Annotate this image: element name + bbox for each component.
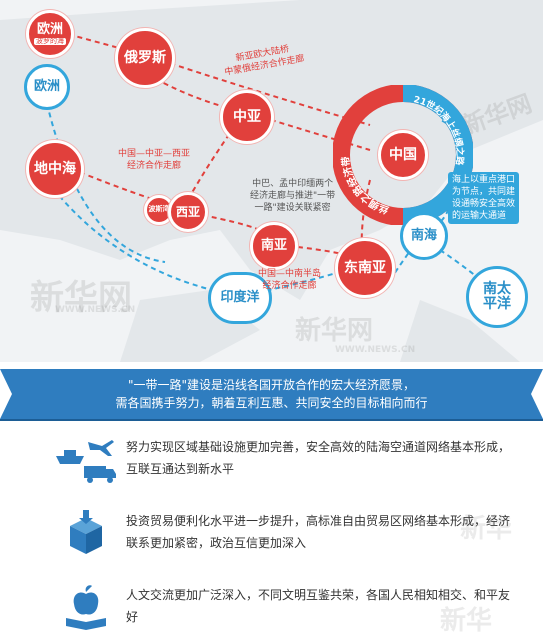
transport-icon (50, 436, 120, 486)
node-europe-baltic: 欧洲 波罗的海 (26, 10, 74, 58)
node-southeast-asia: 东南亚 (335, 238, 395, 298)
banner-notch-left (0, 369, 12, 419)
apple-book-icon (50, 584, 120, 634)
node-label: 东南亚 (344, 259, 386, 276)
banner-line: "一带一路"建设是沿线各国开放合作的宏大经济愿景， (127, 378, 416, 392)
node-label: 欧洲 (33, 79, 60, 95)
node-mediterranean: 地中海 (26, 140, 84, 198)
node-label: 西亚 (175, 204, 200, 219)
node-label: 南海 (410, 228, 437, 244)
node-label: 中国 (389, 146, 417, 163)
watermark: 新华网 (30, 278, 132, 318)
node-sublabel: 波罗的海 (34, 37, 66, 46)
node-russia: 俄罗斯 (115, 28, 175, 88)
node-label: 地中海 (34, 160, 76, 177)
watermark: 新华 (440, 606, 493, 636)
corridor-china-central-west-asia: 中国—中亚—西亚 经济合作走廊 (118, 149, 191, 171)
goal-item-infrastructure: 努力实现区域基础设施更加完善，安全高效的陆海空通道网络基本形成，互联互通达到新水… (50, 436, 520, 486)
goal-item-culture: 人文交流更加广泛深入，不同文明互鉴共荣，各国人民相知相交、和平友好 (50, 584, 520, 634)
route-map: 新华网 新华网 WWW.NEWS.CN 新华网 WWW.NEWS.CN 丝绸之路… (0, 0, 543, 362)
goal-text: 努力实现区域基础设施更加完善，安全高效的陆海空通道网络基本形成，互联互通达到新水… (126, 440, 511, 476)
summary-banner: "一带一路"建设是沿线各国开放合作的宏大经济愿景， 需各国携手努力，朝着互利互惠… (0, 369, 543, 419)
corridor-cpec-bcim: 中巴、孟中印缅两个 经济走廊与推进"一带 一路"建设关联紧密 (250, 179, 336, 213)
goal-text: 投资贸易便利化水平进一步提升，高标准自由贸易区网络基本形成，经济联系更加紧密，政… (126, 514, 511, 550)
node-label: 中亚 (233, 108, 261, 125)
node-west-asia: 西亚 (168, 192, 208, 232)
node-central-asia: 中亚 (220, 90, 274, 144)
package-icon (50, 510, 120, 560)
node-indian-ocean: 印度洋 (208, 272, 272, 324)
banner-notch-right (531, 369, 543, 419)
corridor-china-indochina: 中国—中南半岛 经济合作走廊 (258, 269, 322, 291)
node-label: 印度洋 (220, 290, 260, 306)
node-china: 中国 (378, 130, 428, 180)
banner-line: 需各国携手努力，朝着互利互惠、共同安全的目标相向而行 (115, 396, 428, 410)
node-south-asia: 南亚 (250, 222, 298, 270)
goal-text: 人文交流更加广泛深入，不同文明互鉴共荣，各国人民相知相交、和平友好 (126, 588, 511, 624)
node-label: 欧洲 (36, 21, 63, 37)
maritime-note: 海上以重点港口 为节点，共同建 设通畅安全高效 的运输大通道 (448, 172, 520, 224)
node-label: 俄罗斯 (124, 49, 166, 66)
node-label: 南太 平洋 (483, 281, 511, 312)
watermark: 新华 (460, 514, 513, 544)
node-label: 南亚 (260, 238, 287, 254)
watermark: WWW.NEWS.CN (55, 305, 136, 315)
watermark: WWW.NEWS.CN (335, 345, 416, 355)
node-label: 波斯湾 (148, 205, 170, 214)
goal-item-trade: 投资贸易便利化水平进一步提升，高标准自由贸易区网络基本形成，经济联系更加紧密，政… (50, 510, 520, 560)
watermark: 新华网 (295, 316, 374, 346)
node-europe-sea: 欧洲 (24, 64, 70, 110)
node-south-china-sea: 南海 (400, 212, 448, 260)
node-south-pacific: 南太 平洋 (466, 266, 528, 328)
